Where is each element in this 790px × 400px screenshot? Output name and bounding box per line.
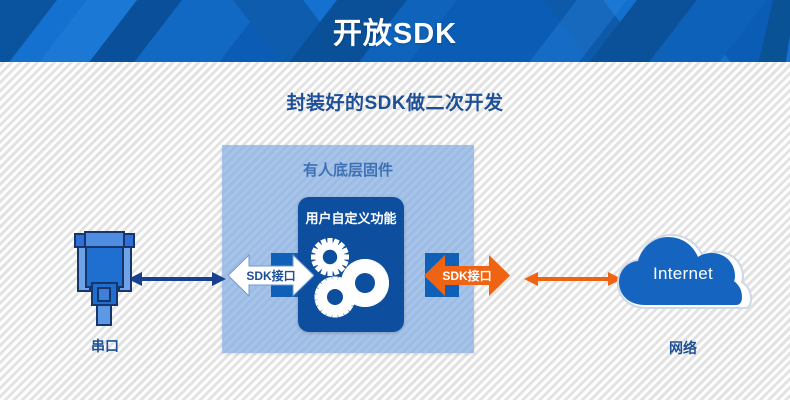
subtitle-text: 封装好的SDK做二次开发	[286, 93, 504, 114]
sdk-interface-label-left: SDK接口	[246, 269, 296, 283]
page-title: 开放SDK	[332, 18, 458, 50]
gears-icon	[311, 238, 389, 318]
sdk-interface-label-right: SDK接口	[442, 269, 492, 283]
sdk-arrow-right-shape	[424, 255, 510, 296]
serial-port-label: 串口	[91, 338, 119, 354]
cloud-text: Internet	[652, 264, 714, 283]
db9-serial-connector-icon	[74, 231, 135, 326]
sdk-interface-arrow-left: SDK接口	[227, 252, 315, 299]
user-function-label: 用户自定义功能	[305, 211, 397, 226]
header-banner: 开放SDK	[0, 0, 790, 62]
cloud-icon	[616, 233, 753, 309]
firmware-panel-label: 有人底层固件	[302, 162, 393, 179]
sdk-interface-arrow-right: SDK接口	[424, 252, 510, 299]
network-label: 网络	[669, 340, 697, 356]
network-node: Internet 网络	[608, 230, 758, 360]
connector-arrow-right	[524, 272, 622, 286]
user-function-box: 用户自定义功能	[298, 197, 404, 332]
serial-port-node: 串口	[58, 228, 152, 358]
connector-arrow-left	[128, 272, 226, 286]
header-stripe-pattern	[0, 0, 790, 62]
